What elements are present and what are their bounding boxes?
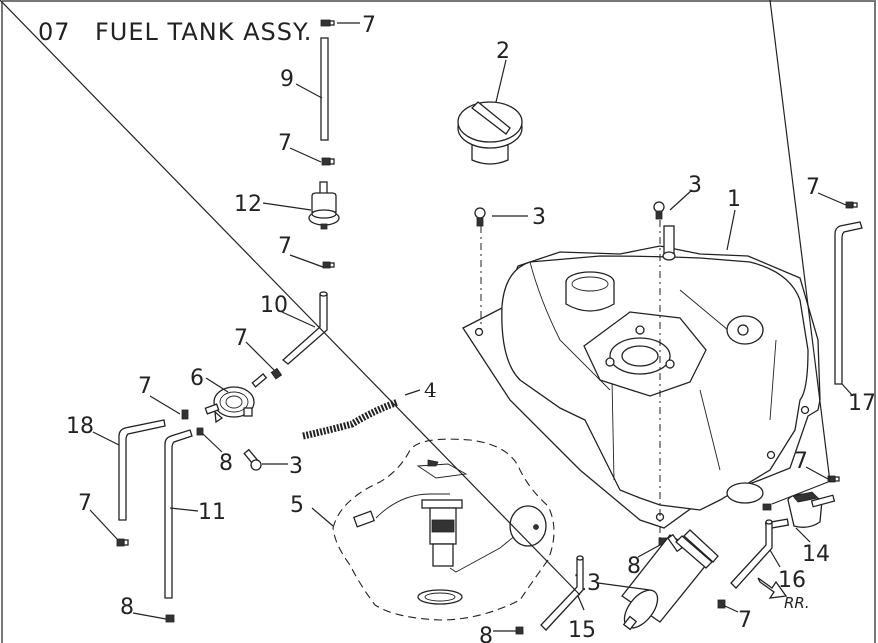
charcoal-canister-icon: [621, 529, 719, 631]
callout-7: 7: [806, 175, 820, 200]
fuel-pump-kit-outline: [332, 438, 555, 621]
clip-icon: [165, 614, 175, 623]
section-number: 07: [38, 18, 71, 46]
callout-16: 16: [778, 568, 806, 593]
hose-17: [834, 221, 863, 385]
callout-7: 7: [138, 374, 152, 399]
hose-clip-icon: [717, 599, 726, 609]
callout-14: 14: [802, 542, 830, 567]
fuel-tank-icon: [462, 225, 821, 529]
callout-8: 8: [120, 595, 134, 620]
hose-16: [730, 521, 773, 589]
diagram-title: FUEL TANK ASSY.: [95, 18, 312, 46]
bolt-icon: [243, 448, 262, 471]
callout-12: 12: [234, 192, 262, 217]
valve-icon: [764, 491, 836, 530]
hose-clip-icon: [321, 157, 335, 166]
callout-8: 8: [479, 624, 493, 643]
callout-7: 7: [738, 608, 752, 633]
hose-clip-icon: [322, 261, 335, 269]
hose-18: [118, 419, 166, 521]
callout-8: 8: [627, 554, 641, 579]
callout-7: 7: [278, 131, 292, 156]
callout-2: 2: [496, 39, 510, 64]
callout-10: 10: [260, 293, 288, 318]
callout-9: 9: [280, 67, 294, 92]
hose-9: [320, 37, 329, 141]
fuel-pump-icon: [352, 459, 547, 605]
rear-direction-arrow-icon: [757, 577, 788, 599]
hose-clip-icon: [270, 367, 283, 380]
callout-7: 7: [362, 13, 376, 38]
spring-protector-icon: [302, 398, 400, 440]
clip-icon: [515, 626, 524, 635]
clip-icon: [196, 427, 204, 436]
callout-15: 15: [568, 618, 596, 643]
callout-6: 6: [190, 366, 204, 391]
rear-direction-label: RR.: [784, 594, 810, 612]
callout-4: 4: [424, 378, 437, 402]
callout-18: 18: [66, 414, 94, 439]
hose-clip-icon: [320, 19, 335, 27]
callout-7: 7: [234, 326, 248, 351]
hose-clip-icon: [181, 409, 189, 420]
callout-11: 11: [198, 500, 226, 525]
callout-5: 5: [290, 493, 304, 518]
clip-icon: [762, 503, 772, 511]
hose-clip-icon: [116, 538, 129, 547]
fuel-valve-icon: [204, 373, 268, 424]
hose-11: [164, 429, 193, 599]
fuel-filter-icon: [308, 181, 340, 230]
callout-7: 7: [278, 234, 292, 259]
callout-1: 1: [727, 187, 741, 212]
hose-clip-icon: [845, 201, 858, 209]
callout-7: 7: [78, 491, 92, 516]
callout-3: 3: [289, 454, 303, 479]
callout-7: 7: [794, 449, 808, 474]
hose-clip-icon: [827, 475, 840, 483]
bolt-icon: [474, 207, 486, 227]
fuel-cap-icon: [457, 101, 523, 165]
callout-3: 3: [532, 205, 546, 230]
callout-8: 8: [219, 451, 233, 476]
callout-3: 3: [688, 173, 702, 198]
callout-17: 17: [848, 391, 876, 416]
bolt-icon: [653, 201, 665, 220]
